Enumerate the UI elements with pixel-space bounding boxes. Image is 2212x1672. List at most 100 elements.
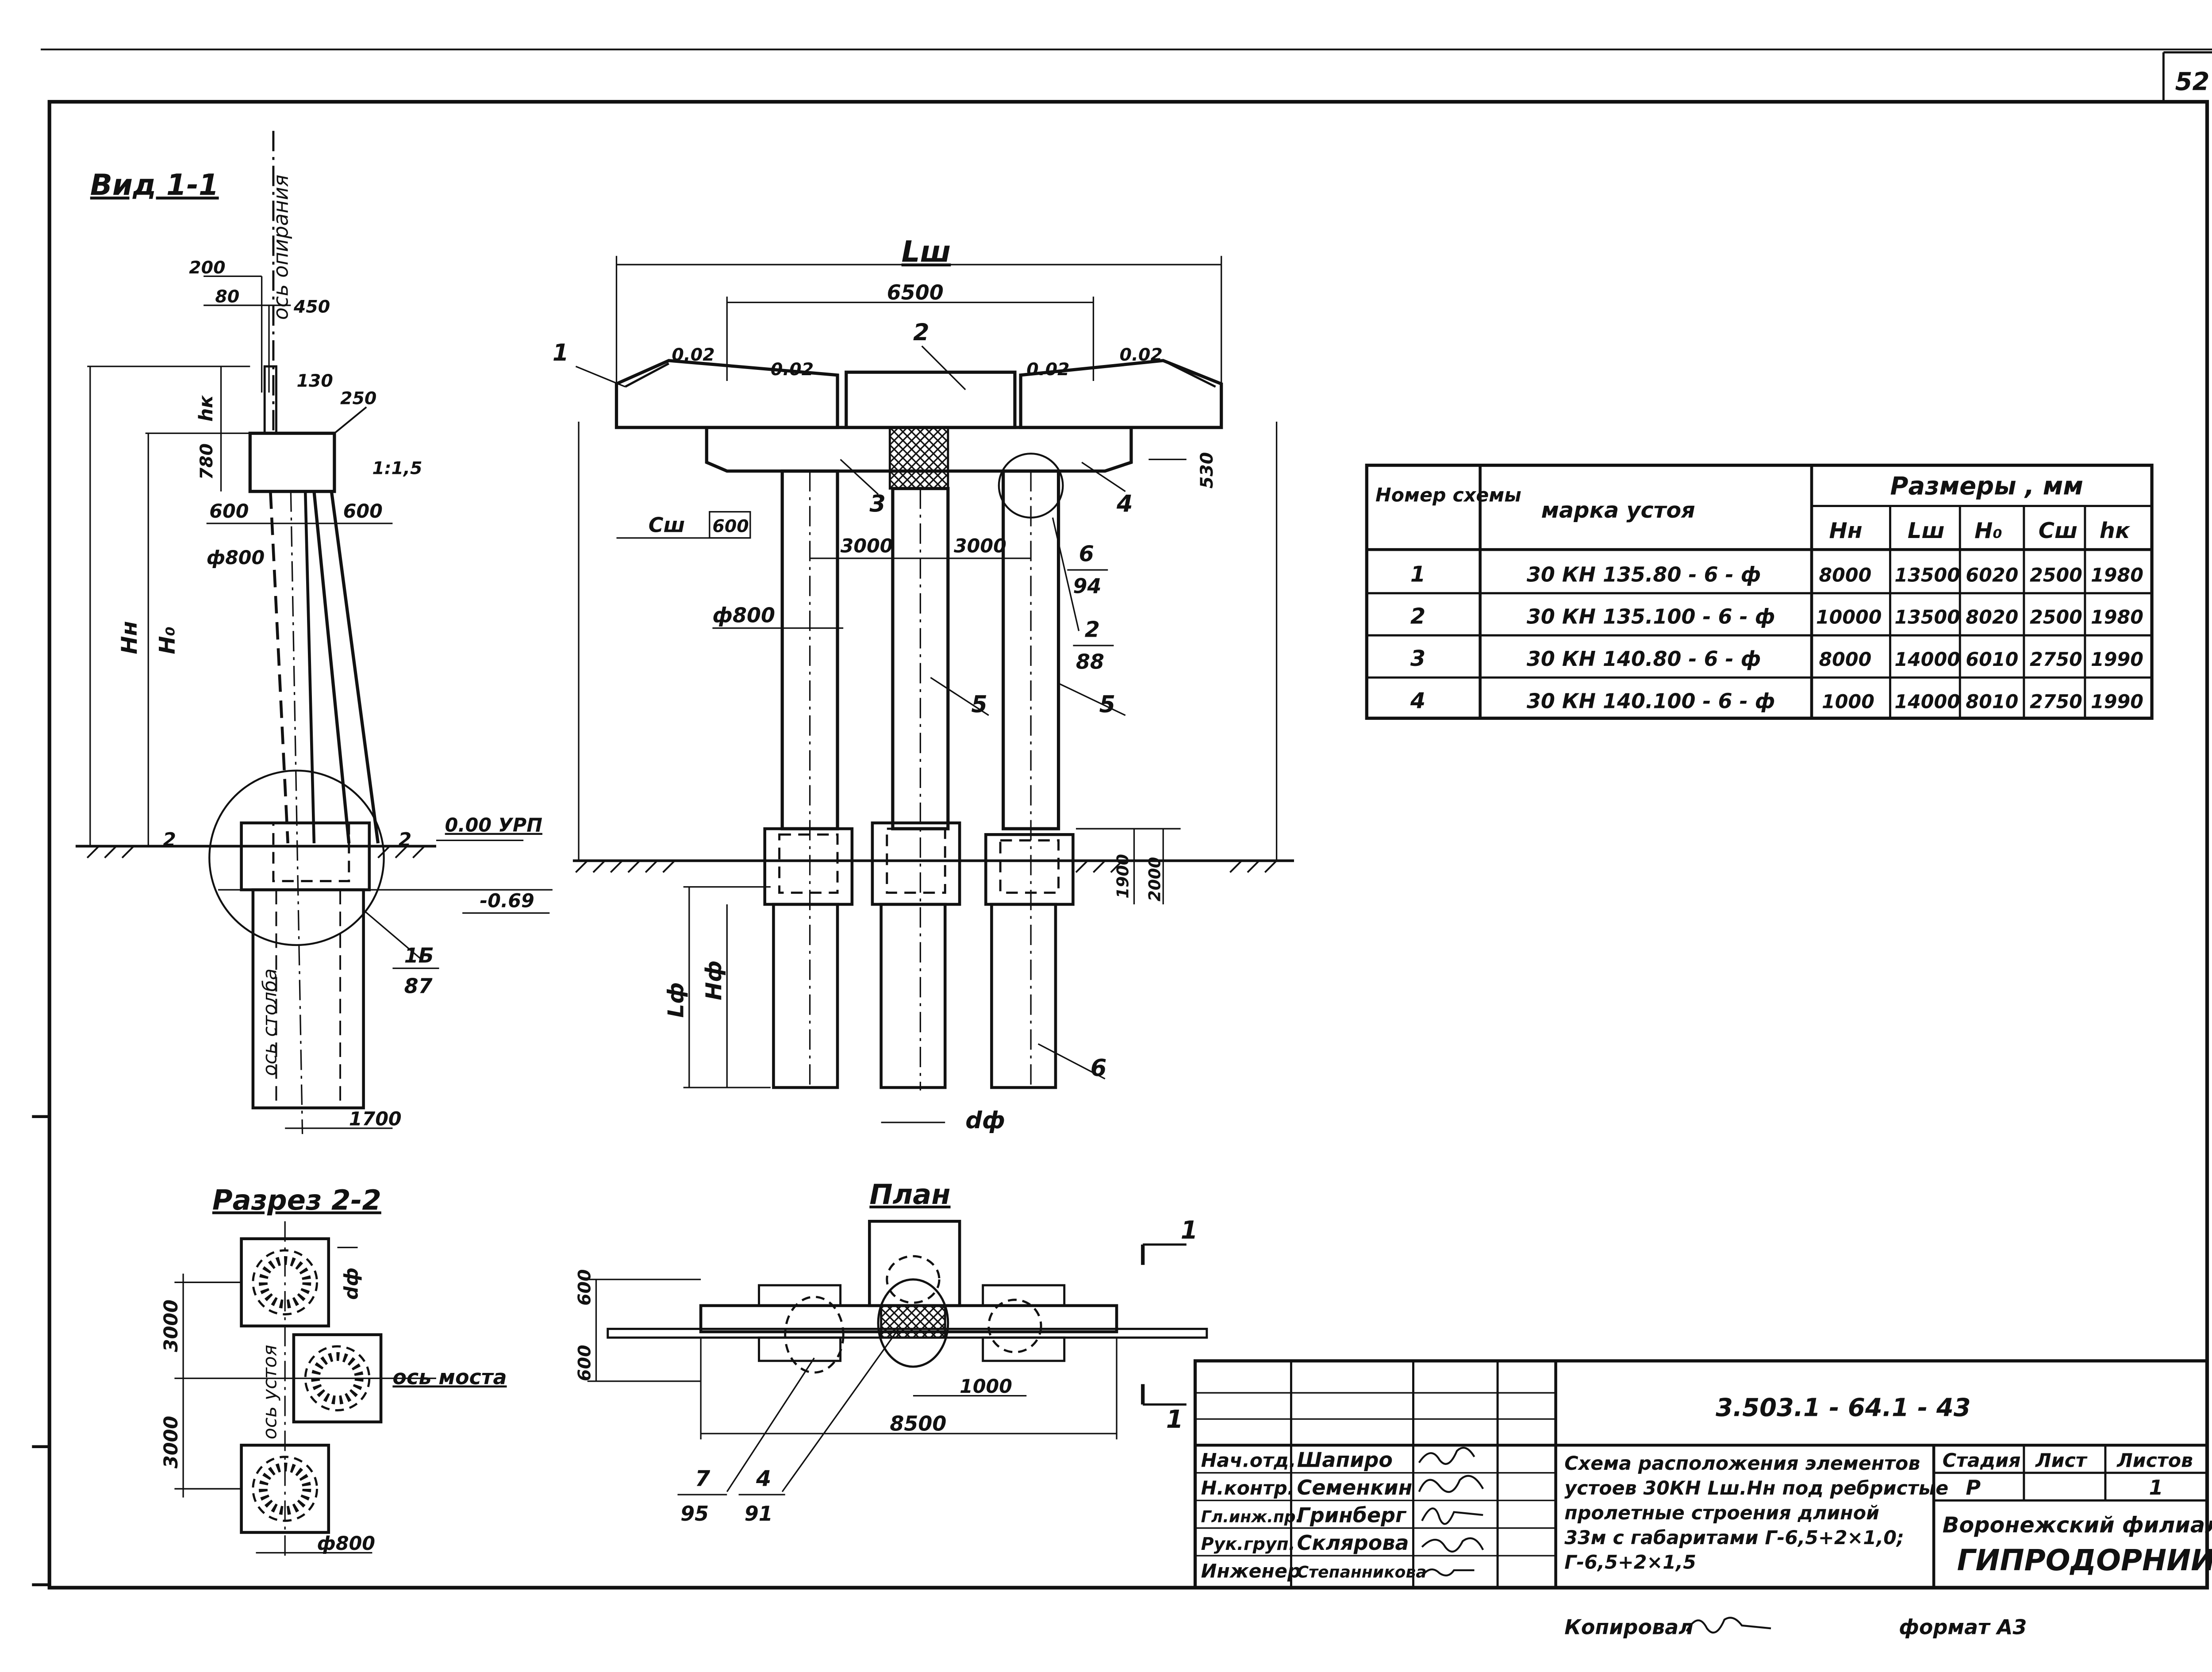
role-head-dept: Нач.отд. <box>1201 1450 1296 1472</box>
cell-Csh: 2750 <box>2030 691 2082 713</box>
dim-2000: 2000 <box>1145 857 1164 902</box>
sheets-value: 1 <box>2149 1476 2163 1499</box>
document-code: 3.503.1 - 64.1 - 43 <box>1716 1394 1971 1422</box>
role-group-leader: Рук.груп. <box>1201 1534 1295 1554</box>
role-norm-control: Н.контр. <box>1201 1477 1294 1499</box>
organization-line-1: Воронежский филиал <box>1943 1512 2212 1538</box>
col-header-Hn: Нн <box>1829 518 1862 543</box>
dim-600-right: 600 <box>343 500 383 523</box>
name-shapiro: Шапиро <box>1297 1448 1393 1472</box>
sheet-footer: Копировал формат A3 <box>1564 1615 2027 1639</box>
table-row: 3 30 КН 140.80 - 6 - ф 8000 14000 6010 2… <box>1410 646 2143 671</box>
dim-hk: hк <box>195 395 217 422</box>
dim-1000: 1000 <box>960 1376 1012 1398</box>
description-line-2: устоев 30КН Lш.Нн под ребристые <box>1564 1477 1948 1499</box>
copied-by-label: Копировал <box>1564 1615 1694 1639</box>
elevation-view: Lш 6500 0.02 0.02 0.02 0.02 1 2 3 <box>553 235 1294 1134</box>
node-1b-sheet: 87 <box>404 974 433 998</box>
ref-2-number: 2 <box>1085 616 1100 642</box>
cell-Ho: 8010 <box>1966 691 2018 713</box>
dim-80: 80 <box>215 287 239 307</box>
col-header-Csh: Сш <box>2039 518 2078 543</box>
cell-Hn: 10000 <box>1816 607 1882 629</box>
cell-Hn: 8000 <box>1819 649 1871 671</box>
signatures <box>1418 1447 1484 1577</box>
title-block: 3.503.1 - 64.1 - 43 Нач.отд. Н.контр. Гл… <box>1193 1359 2212 1590</box>
cell-num: 2 <box>1410 603 1425 629</box>
section-mark-2-left: 2 <box>163 829 176 851</box>
cell-Lsh: 14000 <box>1894 691 1960 713</box>
axis-abutment-label: ось устоя <box>259 1345 281 1439</box>
cell-Hn: 1000 <box>1822 691 1874 713</box>
cell-Lsh: 13500 <box>1894 564 1960 586</box>
dim-3000-right: 3000 <box>954 535 1006 557</box>
cell-Ho: 6010 <box>1966 649 2018 671</box>
cut-mark-1-top: 1 <box>1181 1216 1198 1245</box>
dim-phi800: ф800 <box>207 547 265 569</box>
cell-hk: 1990 <box>2091 649 2143 671</box>
dim-phi800-elev: ф800 <box>712 603 775 627</box>
copier-signature <box>1686 1617 1771 1634</box>
col-header-Ho: Н₀ <box>1974 518 2002 543</box>
callout-3: 3 <box>869 491 886 518</box>
table-header-scheme: Номер схемы <box>1375 484 1521 507</box>
cell-mark: 30 КН 140.80 - 6 - ф <box>1527 647 1761 671</box>
sheet-header: Лист <box>2035 1450 2088 1472</box>
view-1-1-title: Вид 1-1 <box>90 168 219 202</box>
dim-Hn: Нн <box>116 621 142 654</box>
dim-600-left: 600 <box>209 500 249 523</box>
section-2-2-title: Разрез 2-2 <box>212 1184 381 1216</box>
cut-mark-1-bottom: 1 <box>1166 1405 1183 1434</box>
axis-support-label: ось опирания <box>269 175 293 320</box>
dim-Lphi: Lф <box>663 982 689 1018</box>
cell-hk: 1990 <box>2091 691 2143 713</box>
plan-view: План 600 600 1000 8500 7 95 4 91 <box>574 1178 1208 1526</box>
axis-bridge-label: ось моста <box>392 1365 507 1389</box>
callout-2: 2 <box>913 319 929 346</box>
dim-600-plan-top: 600 <box>574 1269 595 1306</box>
name-grinberg: Гринберг <box>1297 1503 1407 1527</box>
dim-1900: 1900 <box>1113 854 1132 899</box>
axis-column-label: ось столба <box>259 969 281 1076</box>
stage-header: Стадия <box>1943 1450 2021 1472</box>
dim-Lsh: Lш <box>902 235 951 269</box>
dimension-table: Номер схемы марка устоя Размеры , мм Нн … <box>1365 463 2154 720</box>
dim-200: 200 <box>189 258 225 278</box>
ref-2-sheet: 88 <box>1076 650 1104 674</box>
dim-450: 450 <box>293 297 330 317</box>
section-2-2: Разрез 2-2 3000 3000 ось устоя ось моста… <box>160 1184 507 1556</box>
dim-dphi-section: dф <box>340 1268 362 1300</box>
cell-Ho: 6020 <box>1966 564 2018 586</box>
callout-4-sheet: 91 <box>745 1502 773 1526</box>
table-row: 2 30 КН 135.100 - 6 - ф 10000 13500 8020… <box>1410 603 2143 629</box>
dim-600-plan-bottom: 600 <box>574 1345 595 1381</box>
table-row: 1 30 КН 135.80 - 6 - ф 8000 13500 6020 2… <box>1410 561 2143 587</box>
cell-hk: 1980 <box>2091 564 2143 586</box>
cell-num: 1 <box>1410 561 1425 587</box>
col-header-Lsh: Lш <box>1908 518 1945 543</box>
dim-250: 250 <box>340 388 376 409</box>
ref-6-number: 6 <box>1079 541 1094 566</box>
plan-title: План <box>869 1178 950 1211</box>
cell-Csh: 2500 <box>2030 564 2082 586</box>
cell-Csh: 2500 <box>2030 607 2082 629</box>
format-label: формат A3 <box>1899 1615 2027 1639</box>
name-semenkin: Семенкин <box>1297 1476 1413 1499</box>
cell-num: 4 <box>1410 688 1425 713</box>
table-header-mark: марка устоя <box>1541 497 1695 523</box>
dim-dphi: dф <box>965 1107 1005 1134</box>
dim-phi800-section: ф800 <box>317 1533 375 1555</box>
cell-mark: 30 КН 135.100 - 6 - ф <box>1527 605 1775 629</box>
dim-1700: 1700 <box>349 1108 402 1130</box>
dim-Csh: Сш <box>649 513 685 537</box>
col-header-hk: hк <box>2100 518 2131 543</box>
name-sklyarova: Склярова <box>1297 1531 1409 1555</box>
callout-6: 6 <box>1091 1055 1107 1082</box>
name-stepannikova: Степанникова <box>1297 1562 1427 1581</box>
cell-mark: 30 КН 140.100 - 6 - ф <box>1527 689 1775 713</box>
callout-4-number: 4 <box>756 1465 771 1491</box>
view-1-1: Вид 1-1 ось опирания 200 80 450 130 250 … <box>75 131 553 1134</box>
cell-Hn: 8000 <box>1819 564 1871 586</box>
cell-Lsh: 14000 <box>1894 649 1960 671</box>
